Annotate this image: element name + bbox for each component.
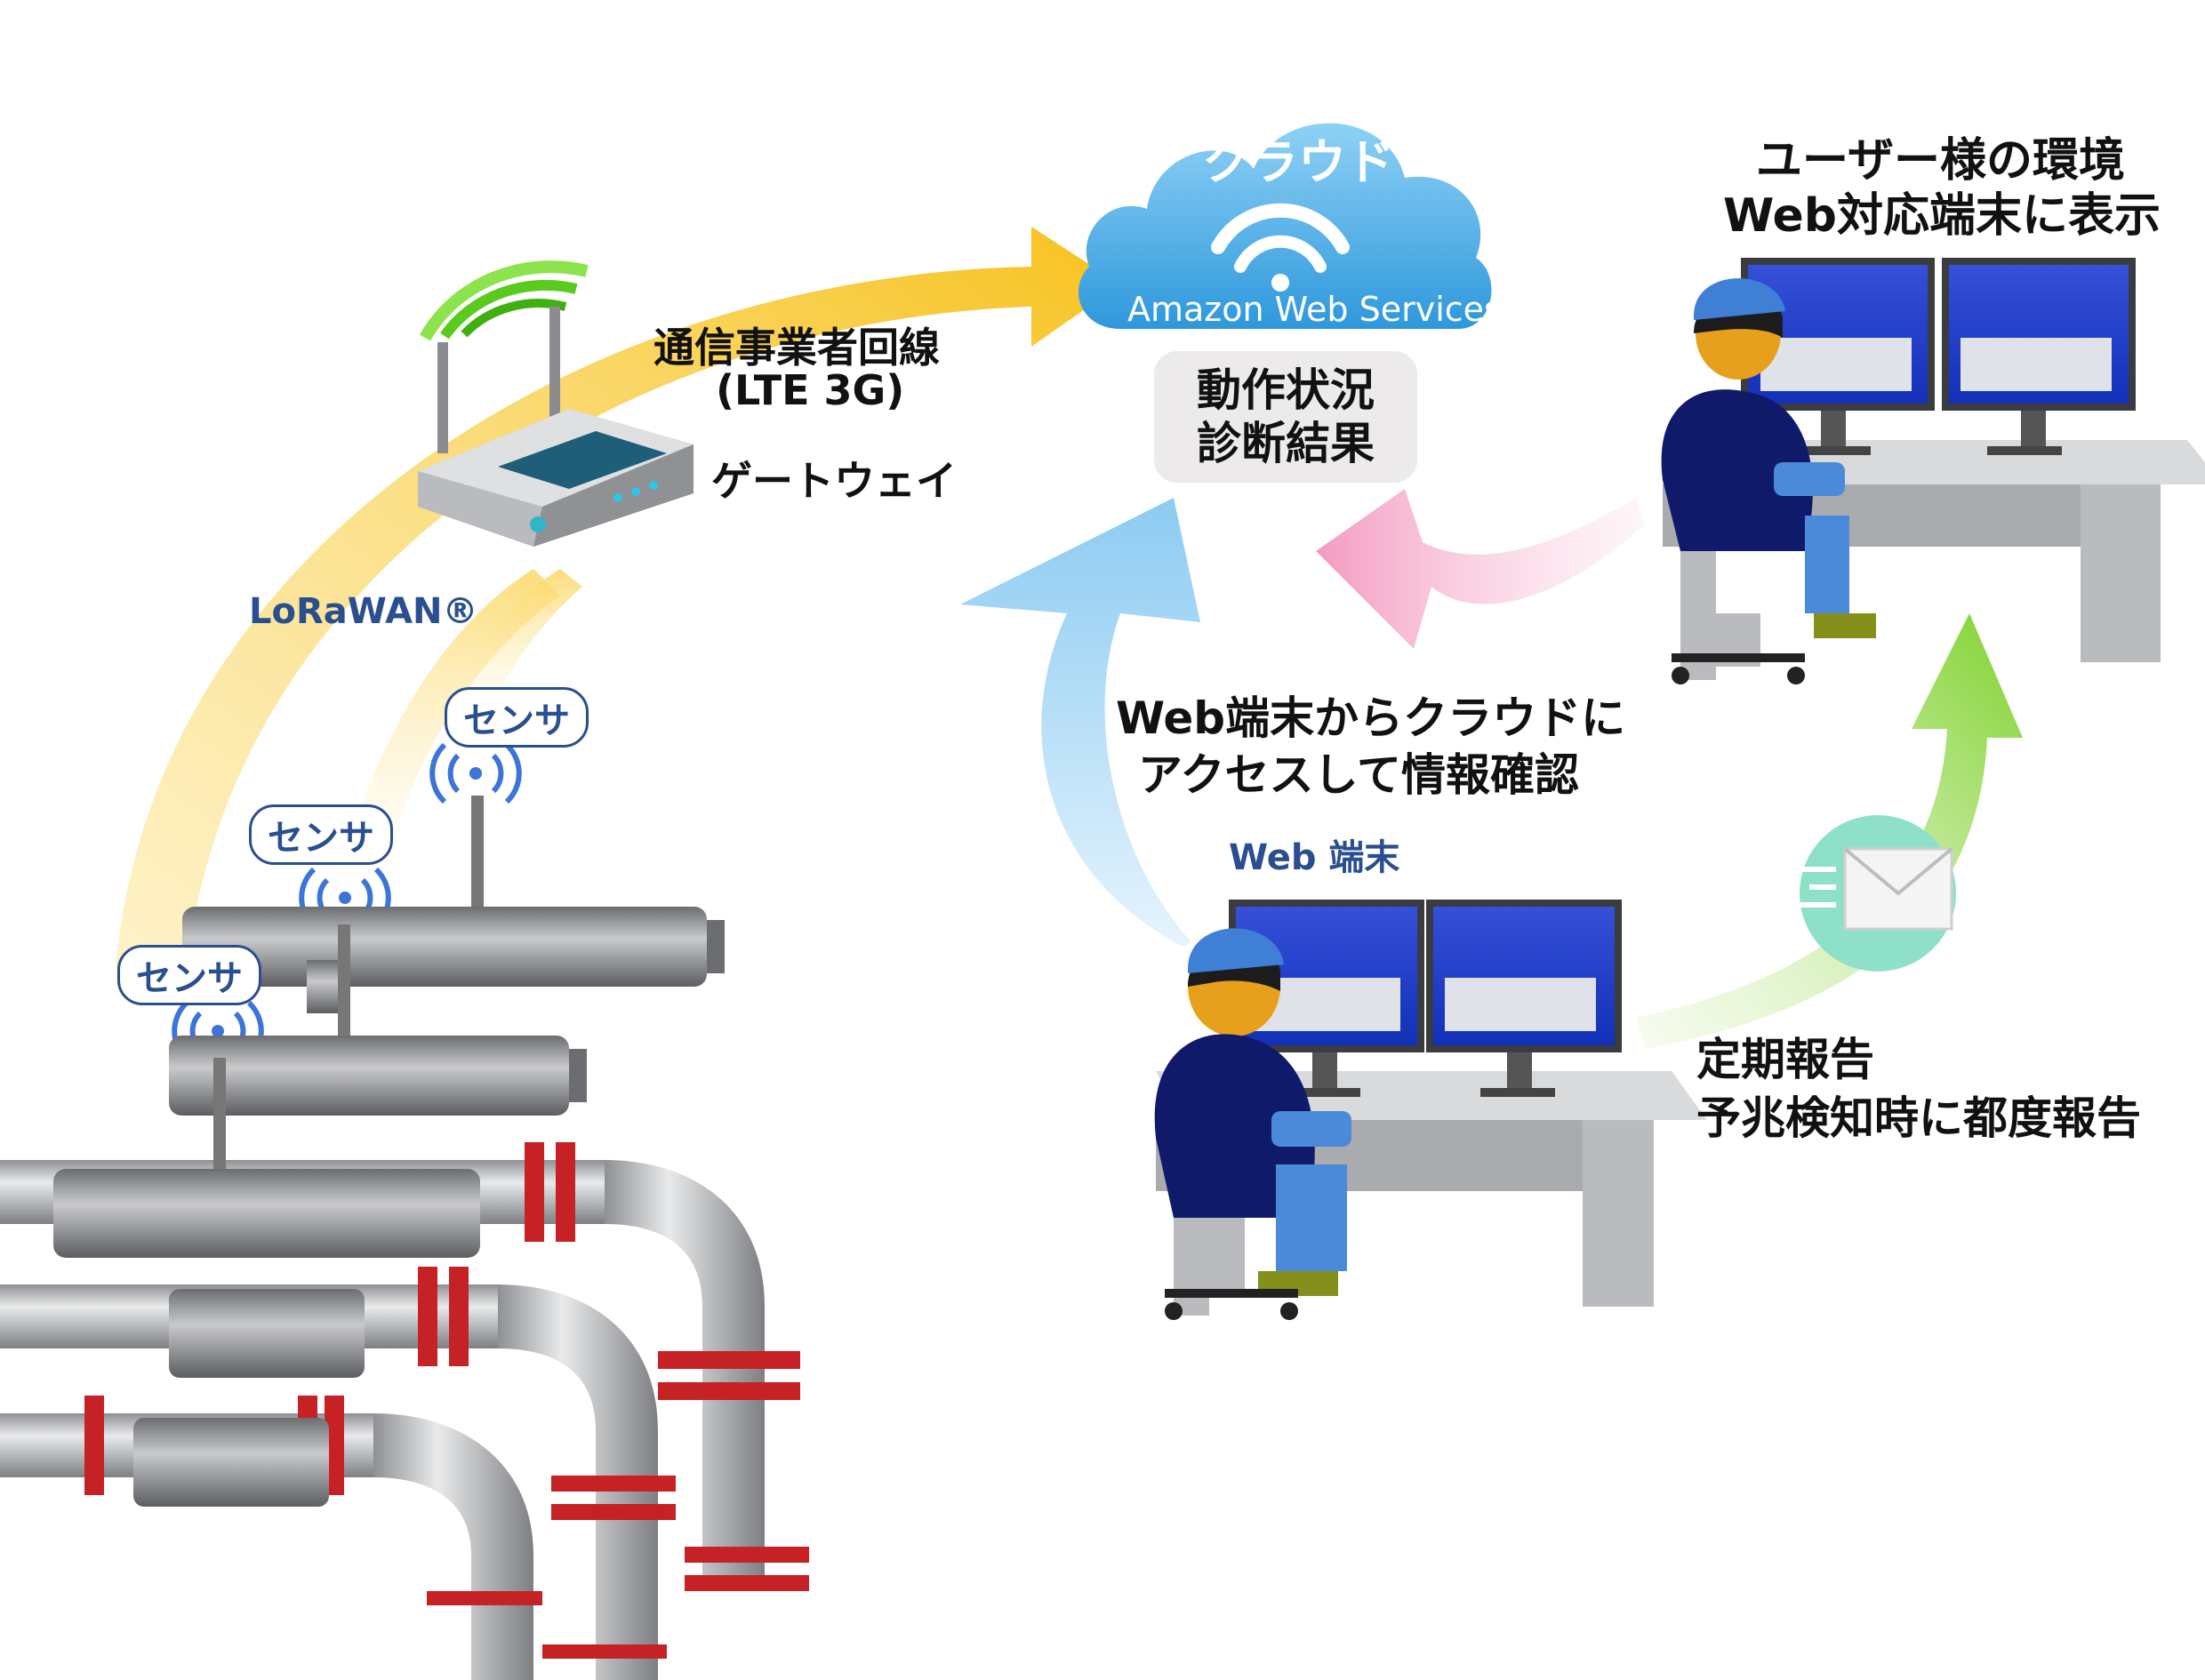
user-access-arrow [1316,489,1645,649]
status-box: 動作状況 診断結果 [1154,351,1417,483]
wifi-icon [1211,203,1350,292]
lorawan-arrow-1 [338,569,560,880]
sensor-label: センサ [117,945,261,1005]
report-line1: 定期報告 [1696,1034,1874,1085]
report-line2: 予兆検知時に都度報告 [1696,1092,2141,1144]
cloud-title: クラウド [1202,134,1394,190]
sensor-label: センサ [445,687,589,748]
web-access-line1: Web端末からクラウドに [1116,692,1626,744]
cloud-icon [1078,123,1492,329]
report-arrow [1636,613,2023,1049]
status-line2: 診断結果 [1197,418,1375,469]
user-env-line2: Web対応端末に表示 [1723,189,2161,243]
router-icon [418,260,694,547]
worker-icon [1661,278,1876,684]
lte-arrow [116,227,1120,969]
web-access-line2: アクセスして情報確認 [1138,749,1579,801]
monitor-icon [1229,900,1622,1097]
mail-icon [1800,815,1956,972]
monitor-icon [1741,258,2136,455]
web-terminal-label: Web 端末 [1229,837,1400,878]
pipeline-icon [0,796,809,1680]
cloud-service-label: Amazon Web Services [1127,290,1502,329]
lorawan-arrow-2 [445,569,582,720]
sensor-label: センサ [249,804,393,865]
web-access-arrow [960,498,1200,947]
worker-icon [1154,928,1351,1320]
gateway-label: ゲートウェイ [711,457,957,505]
lorawan-label: LoRaWAN® [249,591,478,632]
user-env-line1: ユーザー様の環境 [1756,134,2125,188]
status-line1: 動作状況 [1197,364,1375,416]
carrier-line1: 通信事業者回線 [653,324,940,372]
carrier-line2: (LTE 3G) [716,366,905,414]
